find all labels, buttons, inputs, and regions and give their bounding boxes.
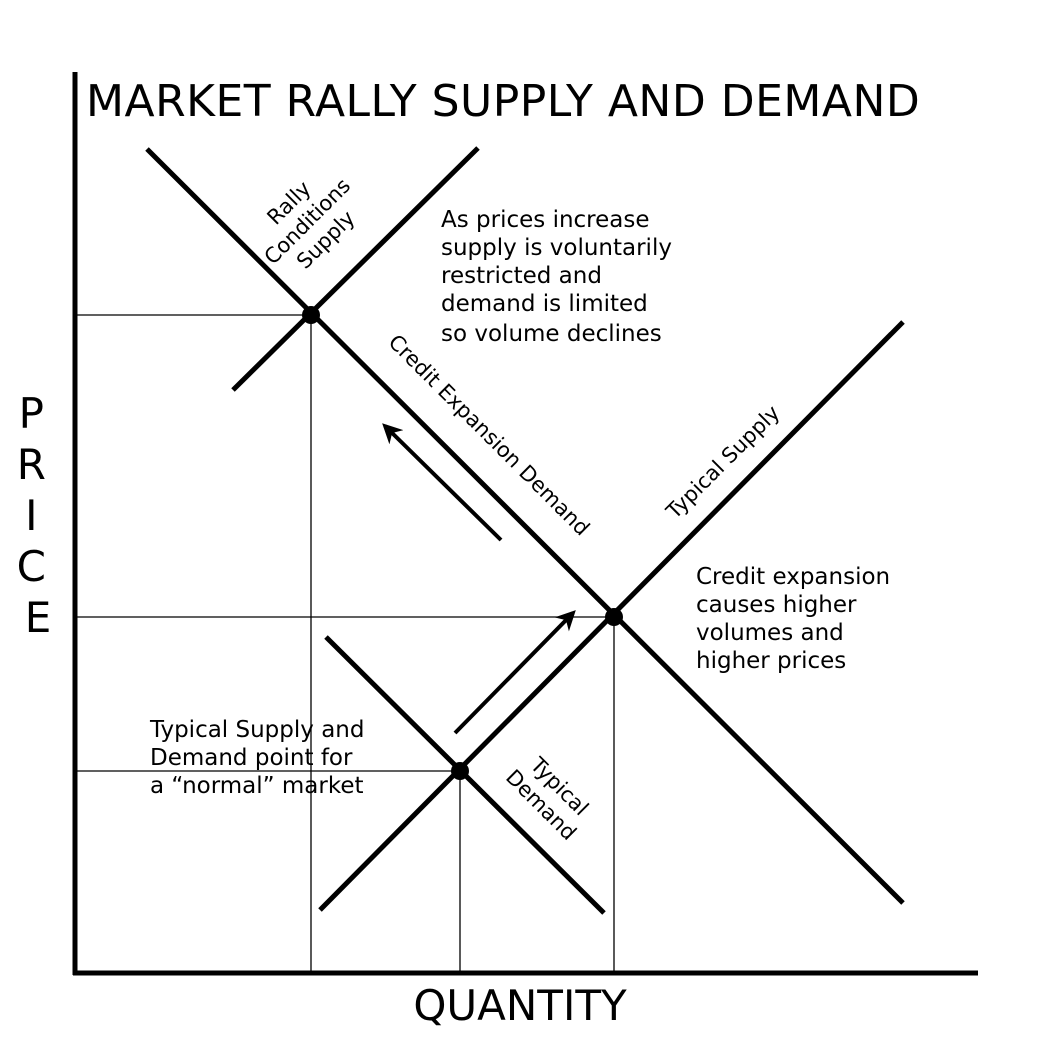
label-credit-expansion-demand: Credit Expansion Demand [384, 330, 595, 541]
curve-rally-conditions-supply [231, 146, 480, 392]
note-line: causes higher [696, 592, 857, 618]
note-line: Typical Supply and [149, 717, 364, 743]
y-axis-letter: I [25, 491, 37, 540]
note-line: volumes and [696, 620, 844, 646]
note-line: As prices increase [441, 207, 650, 233]
note-line: a “normal” market [150, 773, 364, 799]
note-line: so volume declines [441, 321, 662, 347]
arrow-up-right [453, 610, 576, 735]
y-axis-letter: C [17, 542, 46, 591]
y-axis-title: P R I C E [17, 389, 60, 642]
note-line: supply is voluntarily [441, 235, 672, 261]
equilibrium-typical [451, 762, 469, 780]
label-typical-demand: Typical Demand [501, 752, 593, 845]
equilibrium-rally [302, 306, 320, 324]
note-line: higher prices [696, 648, 846, 674]
x-axis-title: QUANTITY [413, 981, 627, 1030]
guide-lines [75, 314, 615, 973]
note-left: Typical Supply and Demand point for a “n… [149, 717, 372, 799]
note-line: Demand point for [150, 745, 353, 771]
y-axis-letter: P [19, 389, 44, 438]
note-line: Credit expansion [696, 564, 890, 590]
equilibrium-credit [605, 608, 623, 626]
y-axis-letter: E [25, 593, 52, 642]
y-axis-letter: R [17, 440, 46, 489]
note-top: As prices increase supply is voluntarily… [441, 207, 679, 347]
note-line: demand is limited [441, 291, 648, 317]
chart-title: MARKET RALLY SUPPLY AND DEMAND [86, 76, 920, 127]
arrow-up-left [382, 423, 503, 542]
note-line: restricted and [441, 263, 602, 289]
curve-credit-expansion-demand [145, 147, 905, 905]
note-right: Credit expansion causes higher volumes a… [696, 564, 897, 674]
